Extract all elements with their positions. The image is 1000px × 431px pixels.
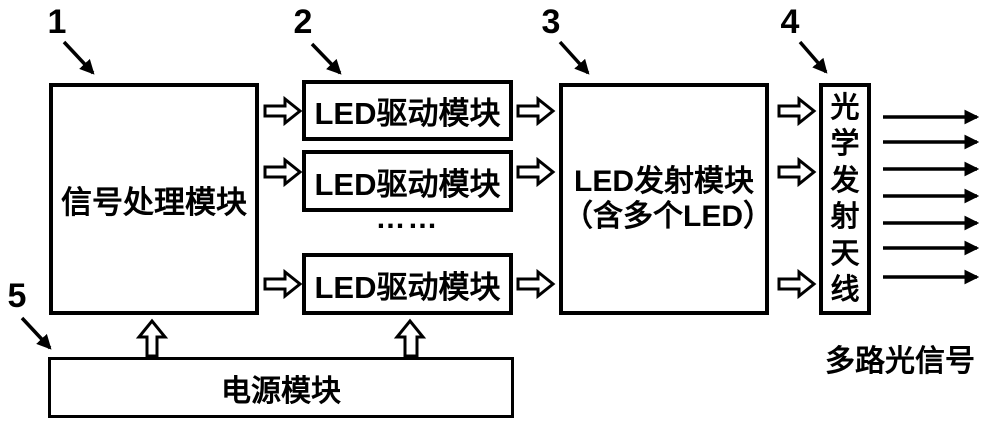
callout-number-5: 5 xyxy=(7,277,27,315)
flow-arrow-driver1-emitter xyxy=(516,95,556,127)
flow-arrow-emitter-antenna-3 xyxy=(777,268,817,300)
optical-antenna-box: 光学发射天线 xyxy=(819,83,871,315)
power-supply-module-label: 电源模块 xyxy=(221,374,341,408)
flow-arrow-emitter-antenna-1 xyxy=(777,95,817,127)
led-driver-module-2-box: LED驱动模块 xyxy=(302,150,513,212)
led-driver-module-1-label: LED驱动模块 xyxy=(314,96,501,131)
optical-antenna-label: 光学发射天线 xyxy=(830,91,860,307)
led-emitter-module-box: LED发射模块 （含多个LED） xyxy=(559,83,773,315)
callout-number-3: 3 xyxy=(541,3,561,41)
callout-number-4: 4 xyxy=(780,3,800,41)
callout-arrow-2 xyxy=(310,42,342,75)
callout-arrow-1 xyxy=(62,40,95,75)
power-arrow-drivers xyxy=(393,318,427,358)
callout-number-1: 1 xyxy=(47,3,67,41)
drivers-ellipsis: …… xyxy=(375,202,440,235)
power-arrow-signal xyxy=(135,318,169,358)
callout-arrow-5 xyxy=(20,316,52,350)
flow-arrow-driver3-emitter xyxy=(516,268,556,300)
power-supply-module-box: 电源模块 xyxy=(48,357,514,418)
led-driver-module-2-label: LED驱动模块 xyxy=(314,166,501,202)
callout-number-2: 2 xyxy=(293,3,313,41)
led-emitter-module-label-line2: （含多个LED） xyxy=(563,200,773,233)
callout-arrow-4 xyxy=(798,40,828,74)
flow-arrow-driver2-emitter xyxy=(516,156,556,188)
flow-arrow-emitter-antenna-2 xyxy=(777,156,817,188)
led-driver-module-1-box: LED驱动模块 xyxy=(302,80,513,141)
callout-arrow-3 xyxy=(558,40,590,75)
flow-arrow-signal-driver1 xyxy=(263,95,303,127)
flow-arrow-signal-driver2 xyxy=(263,156,303,188)
signal-processing-module-box: 信号处理模块 xyxy=(49,83,259,315)
multichannel-optical-signal-label: 多路光信号 xyxy=(825,345,975,378)
led-driver-module-3-label: LED驱动模块 xyxy=(314,269,501,305)
led-emitter-module-label-line1: LED发射模块 xyxy=(574,165,754,198)
led-driver-module-3-box: LED驱动模块 xyxy=(302,253,513,315)
signal-processing-module-label: 信号处理模块 xyxy=(61,184,247,220)
flow-arrow-signal-driver3 xyxy=(263,268,303,300)
